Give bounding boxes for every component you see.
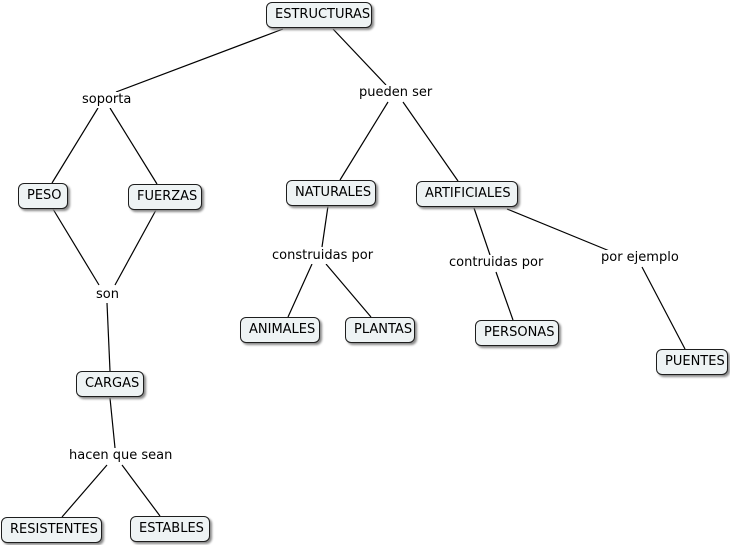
concept-resistentes[interactable]: RESISTENTES xyxy=(1,517,102,543)
link-naturales-construidas-por xyxy=(321,205,329,248)
link-fuerzas-son xyxy=(114,209,157,286)
link-estructuras-soporta xyxy=(115,28,284,93)
concept-cargas[interactable]: CARGAS xyxy=(76,371,144,397)
link-cargas-hacen-que-sean xyxy=(109,397,116,449)
concept-animales[interactable]: ANIMALES xyxy=(240,317,320,343)
phrase-por-ejemplo: por ejemplo xyxy=(600,250,680,266)
concept-fuerzas[interactable]: FUERZAS xyxy=(128,184,202,210)
link-hacen-que-sean-estables xyxy=(121,464,161,517)
concept-naturales[interactable]: NATURALES xyxy=(286,180,376,206)
link-peso-son xyxy=(52,208,100,286)
phrase-contruidas-por: contruidas por xyxy=(448,255,545,271)
link-construidas-por-plantas xyxy=(325,263,372,318)
link-artificiales-por-ejemplo xyxy=(506,208,613,253)
link-son-cargas xyxy=(106,302,111,372)
link-por-ejemplo-puentes xyxy=(641,266,686,350)
link-pueden-ser-naturales xyxy=(339,101,389,181)
phrase-hacen-que-sean: hacen que sean xyxy=(68,448,174,464)
link-soporta-peso xyxy=(51,107,99,184)
link-pueden-ser-artificiales xyxy=(402,101,459,182)
concept-puentes[interactable]: PUENTES xyxy=(656,349,728,375)
link-estructuras-pueden-ser xyxy=(332,28,387,86)
phrase-son: son xyxy=(95,287,120,303)
concept-estables[interactable]: ESTABLES xyxy=(130,516,210,542)
concept-peso[interactable]: PESO xyxy=(18,183,68,209)
concept-personas[interactable]: PERSONAS xyxy=(475,320,559,346)
concept-plantas[interactable]: PLANTAS xyxy=(345,317,415,343)
link-artificiales-contruidas-por xyxy=(473,207,491,256)
link-contruidas-por-personas xyxy=(495,271,514,321)
phrase-pueden-ser: pueden ser xyxy=(358,85,434,101)
link-soporta-fuerzas xyxy=(109,107,158,185)
concept-artificiales[interactable]: ARTIFICIALES xyxy=(416,181,518,207)
phrase-soporta: soporta xyxy=(81,92,133,108)
link-construidas-por-animales xyxy=(287,263,313,318)
link-hacen-que-sean-resistentes xyxy=(61,464,108,518)
phrase-construidas-por: construidas por xyxy=(271,248,375,264)
concept-estructuras[interactable]: ESTRUCTURAS xyxy=(266,2,372,28)
